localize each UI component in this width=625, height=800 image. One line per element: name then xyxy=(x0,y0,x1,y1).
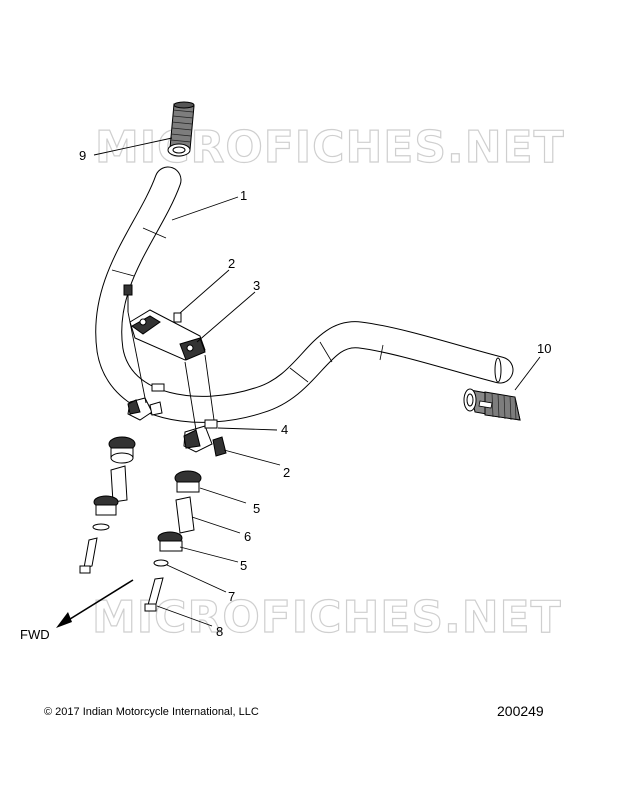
clamp-screw-upper xyxy=(123,284,182,323)
watermark-lower: MICROFICHES.NET xyxy=(92,592,562,643)
upper-clamp xyxy=(129,309,206,361)
copyright-text: © 2017 Indian Motorcycle International, … xyxy=(44,706,259,718)
callout-2-upper: 2 xyxy=(228,256,235,271)
callout-10: 10 xyxy=(537,341,551,356)
bushing-stack-left xyxy=(79,436,136,574)
callout-5-lower: 5 xyxy=(240,558,247,573)
callout-5-upper: 5 xyxy=(253,501,260,516)
forward-arrow xyxy=(56,579,134,628)
callout-3: 3 xyxy=(253,278,260,293)
clamp-screw-lower xyxy=(212,436,227,457)
callout-4: 4 xyxy=(281,422,288,437)
riser-left xyxy=(127,383,165,421)
watermark-upper: MICROFICHES.NET xyxy=(95,122,565,173)
right-grip xyxy=(463,388,521,421)
leader-lines xyxy=(93,137,541,627)
diagram-id: 200249 xyxy=(497,703,544,719)
callout-9: 9 xyxy=(79,148,86,163)
handlebar xyxy=(95,166,514,423)
riser-right xyxy=(183,419,218,453)
callout-1: 1 xyxy=(240,188,247,203)
bushing-stack-right xyxy=(144,470,202,612)
fwd-label: FWD xyxy=(20,627,50,642)
callout-2-lower: 2 xyxy=(283,465,290,480)
callout-8: 8 xyxy=(216,624,223,639)
callout-6: 6 xyxy=(244,529,251,544)
callout-7: 7 xyxy=(228,589,235,604)
left-grip xyxy=(167,101,195,157)
